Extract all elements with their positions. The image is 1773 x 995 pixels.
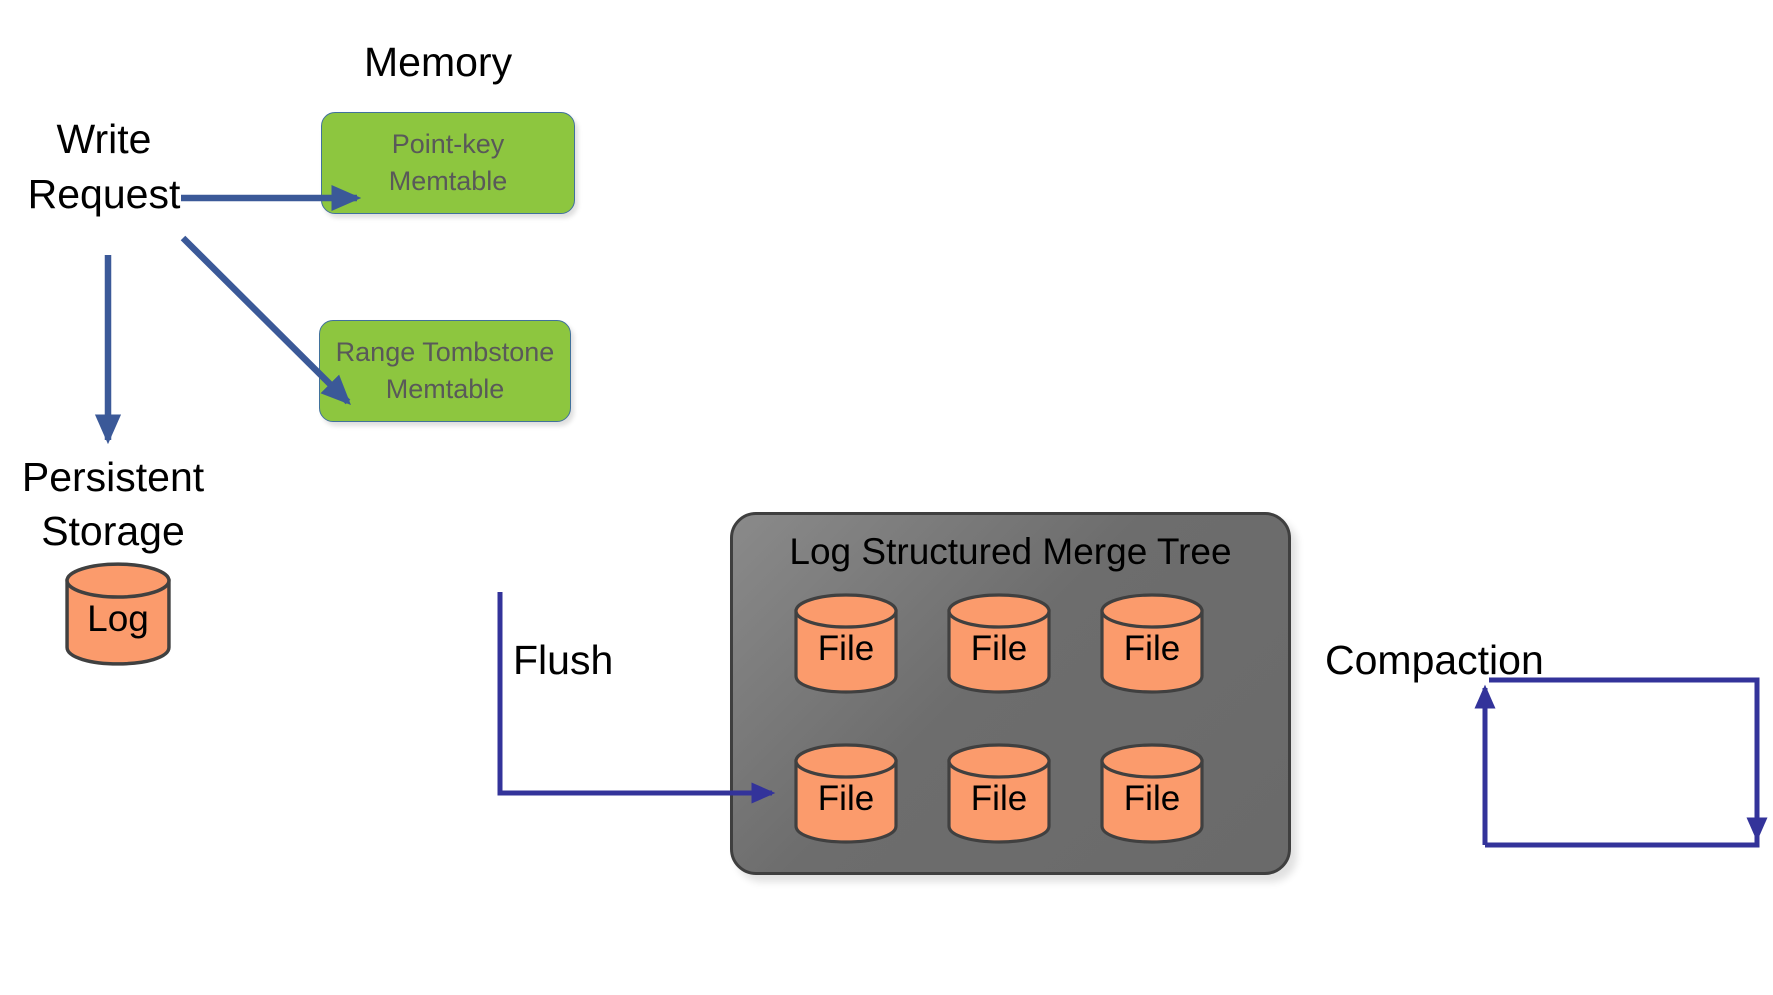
log-cylinder-label: Log	[87, 598, 149, 639]
write-request-label-line1: Write	[56, 116, 152, 162]
file-cylinder[interactable]: File	[946, 591, 1052, 696]
persistent-storage-label-line1: Persistent	[21, 454, 205, 500]
memtable-point-key-text: Point-key Memtable	[389, 126, 508, 201]
arrow-compaction	[1485, 677, 1760, 848]
lsm-file-grid: File File File	[793, 591, 1233, 846]
file-cylinder[interactable]: File	[793, 591, 899, 696]
cylinder-shape-icon	[947, 593, 1051, 694]
file-cylinder-label: File	[817, 778, 875, 818]
persistent-storage-label-line2: Storage	[41, 508, 185, 555]
memtable-point-key-line1: Point-key	[391, 128, 505, 159]
memtable-point-key[interactable]: Point-key Memtable	[321, 112, 575, 214]
file-cylinder[interactable]: File	[793, 741, 899, 846]
file-cylinder-label: File	[817, 628, 875, 668]
cylinder-shape-icon	[947, 743, 1051, 844]
memory-section-label: Memory	[364, 39, 513, 85]
log-structured-merge-tree-container[interactable]: Log Structured Merge Tree File File	[730, 512, 1291, 875]
persistent-storage-label: Persistent Storage	[8, 450, 218, 558]
lsm-title: Log Structured Merge Tree	[789, 531, 1232, 572]
cylinder-shape-icon	[794, 593, 898, 694]
memtable-range-tombstone-line1: Range Tombstone	[335, 336, 555, 367]
file-cylinder[interactable]: File	[1099, 741, 1205, 846]
memtable-range-tombstone-line2: Memtable	[385, 374, 505, 404]
file-cylinder-label: File	[1123, 628, 1181, 668]
cylinder-shape-icon	[65, 562, 171, 666]
file-cylinder[interactable]: File	[946, 741, 1052, 846]
memtable-point-key-line2: Memtable	[388, 166, 508, 196]
memtable-range-tombstone-text: Range Tombstone Memtable	[336, 334, 555, 409]
cylinder-shape-icon	[1100, 743, 1204, 844]
cylinder-shape-icon	[1100, 593, 1204, 694]
compaction-label: Compaction	[1325, 637, 1544, 683]
file-cylinder-label: File	[970, 778, 1028, 818]
flush-label: Flush	[513, 637, 614, 683]
file-cylinder-label: File	[1123, 778, 1181, 818]
memtable-range-tombstone[interactable]: Range Tombstone Memtable	[319, 320, 571, 422]
file-cylinder-label: File	[970, 628, 1028, 668]
write-request-label: Write Request	[24, 112, 184, 223]
file-cylinder[interactable]: File	[1099, 591, 1205, 696]
write-request-label-line2: Request	[27, 171, 181, 218]
log-cylinder[interactable]: Log	[64, 560, 172, 668]
cylinder-shape-icon	[794, 743, 898, 844]
